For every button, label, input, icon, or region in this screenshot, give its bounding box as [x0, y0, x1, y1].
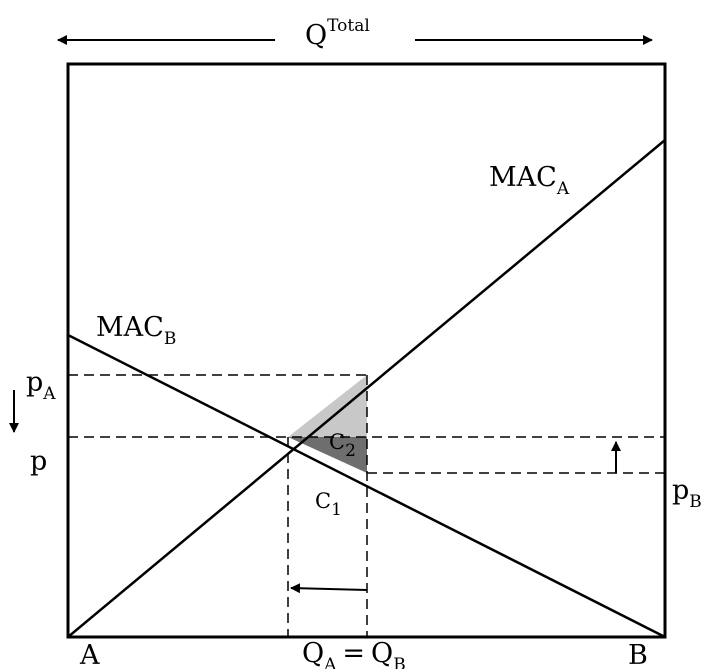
c1-area [288, 437, 367, 473]
c1-label: C1 [315, 489, 342, 520]
p-label: p [30, 446, 47, 477]
p-a-label: pA [26, 367, 56, 404]
origin-a-label: A [79, 640, 100, 669]
q-shift-left-arrow [290, 583, 368, 594]
mac-a-label: MACA [489, 162, 570, 199]
origin-b-label: B [628, 640, 648, 669]
mac-b-curve [67, 333, 666, 639]
c2-area [288, 375, 367, 437]
mac-b-label: MACB [96, 312, 176, 349]
quantity-equality-label: QA=QB [302, 638, 406, 669]
mac-a-curve [67, 139, 666, 638]
q-total-label: QTotal [305, 16, 370, 51]
p-b-label: pB [672, 475, 702, 512]
c2-label: C2 [329, 430, 356, 461]
